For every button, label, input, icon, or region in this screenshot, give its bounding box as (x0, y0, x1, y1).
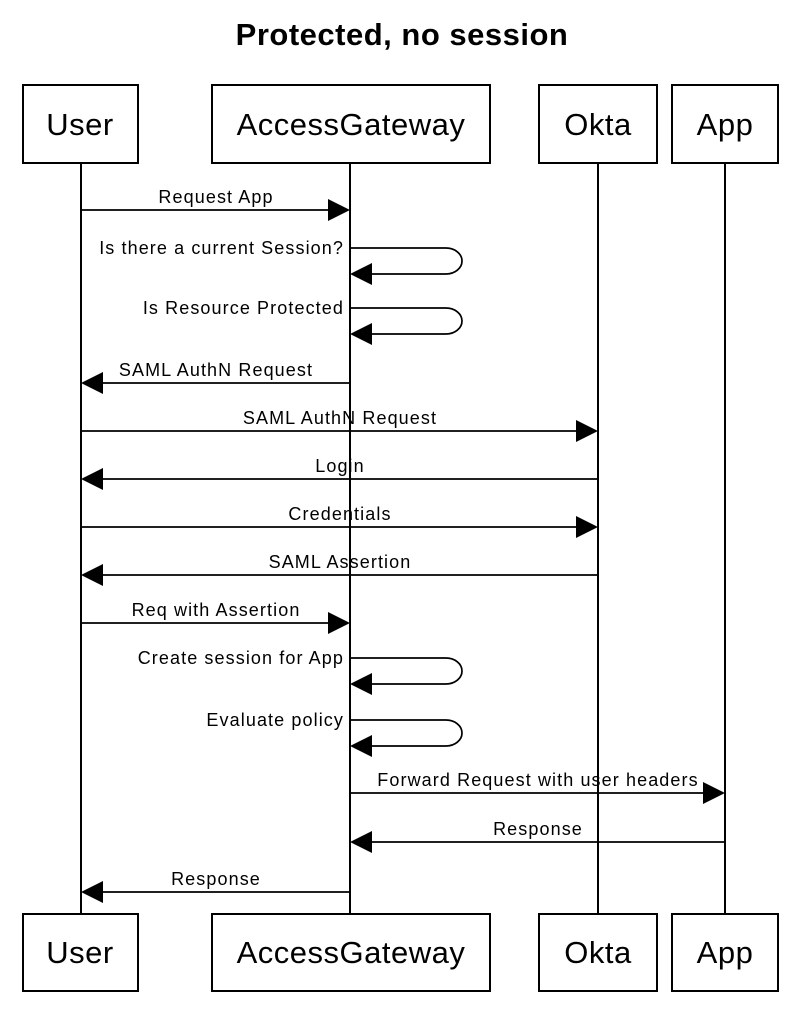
arrowhead-left-icon (350, 263, 372, 285)
self-message-is-there-a-current-session: Is there a current Session? (99, 238, 463, 285)
self-message-loop (350, 657, 463, 685)
actor-app-top: App (671, 84, 779, 164)
actor-accessgateway-bottom: AccessGateway (211, 913, 491, 992)
message-saml-authn-request-to-user: SAML AuthN Request (81, 360, 350, 394)
actor-label: Okta (564, 107, 632, 142)
actor-box (538, 84, 658, 164)
message-label: Evaluate policy (206, 710, 344, 730)
actor-box (211, 84, 491, 164)
message-response-to-user: Response (81, 869, 350, 903)
message-saml-authn-request-to-okta: SAML AuthN Request (81, 408, 598, 442)
arrowhead-left-icon (81, 372, 103, 394)
self-message-is-resource-protected: Is Resource Protected (143, 298, 463, 345)
message-label: SAML AuthN Request (243, 408, 437, 428)
actor-label: AccessGateway (237, 107, 466, 142)
message-label: Create session for App (138, 648, 344, 668)
actor-box (211, 913, 491, 992)
actor-accessgateway-top: AccessGateway (211, 84, 491, 164)
actor-user-top: User (22, 84, 139, 164)
message-label: Response (171, 869, 261, 889)
arrowhead-left-icon (350, 323, 372, 345)
arrowhead-left-icon (81, 468, 103, 490)
message-login: Login (81, 456, 598, 490)
actor-label: Okta (564, 935, 632, 970)
message-label: Login (315, 456, 365, 476)
self-message-loop (350, 719, 463, 747)
diagram-title: Protected, no session (236, 17, 569, 52)
self-message-evaluate-policy: Evaluate policy (206, 710, 463, 757)
arrowhead-left-icon (350, 735, 372, 757)
arrowhead-left-icon (81, 881, 103, 903)
message-label: Is Resource Protected (143, 298, 344, 318)
actor-label: AccessGateway (237, 935, 466, 970)
message-label: Request App (158, 187, 273, 207)
arrowhead-right-icon (703, 782, 725, 804)
message-label: SAML Assertion (269, 552, 412, 572)
self-message-loop (350, 247, 463, 275)
actor-okta-top: Okta (538, 84, 658, 164)
message-request-app: Request App (81, 187, 350, 221)
actor-label: User (46, 935, 113, 970)
self-message-create-session-for-app: Create session for App (138, 648, 463, 695)
arrowhead-left-icon (350, 673, 372, 695)
actor-label: User (46, 107, 113, 142)
actor-box (671, 84, 779, 164)
actor-okta-bottom: Okta (538, 913, 658, 992)
message-label: Req with Assertion (132, 600, 301, 620)
message-req-with-assertion: Req with Assertion (81, 600, 350, 634)
message-label: Response (493, 819, 583, 839)
actor-box (22, 913, 139, 992)
actor-box (538, 913, 658, 992)
message-saml-assertion: SAML Assertion (81, 552, 598, 586)
message-forward-request-with-user-headers: Forward Request with user headers (350, 770, 725, 804)
actor-box (22, 84, 139, 164)
actor-box (671, 913, 779, 992)
message-credentials: Credentials (81, 504, 598, 538)
message-response-to-accessgateway: Response (350, 819, 725, 853)
actor-label: App (697, 107, 754, 142)
actor-app-bottom: App (671, 913, 779, 992)
arrowhead-right-icon (576, 516, 598, 538)
actor-user-bottom: User (22, 913, 139, 992)
self-message-loop (350, 307, 463, 335)
arrowhead-left-icon (81, 564, 103, 586)
arrowhead-right-icon (328, 199, 350, 221)
arrowhead-right-icon (576, 420, 598, 442)
message-label: Credentials (288, 504, 391, 524)
message-label: Forward Request with user headers (377, 770, 698, 790)
actor-label: App (697, 935, 754, 970)
arrowhead-right-icon (328, 612, 350, 634)
message-label: Is there a current Session? (99, 238, 344, 258)
message-label: SAML AuthN Request (119, 360, 313, 380)
arrowhead-left-icon (350, 831, 372, 853)
